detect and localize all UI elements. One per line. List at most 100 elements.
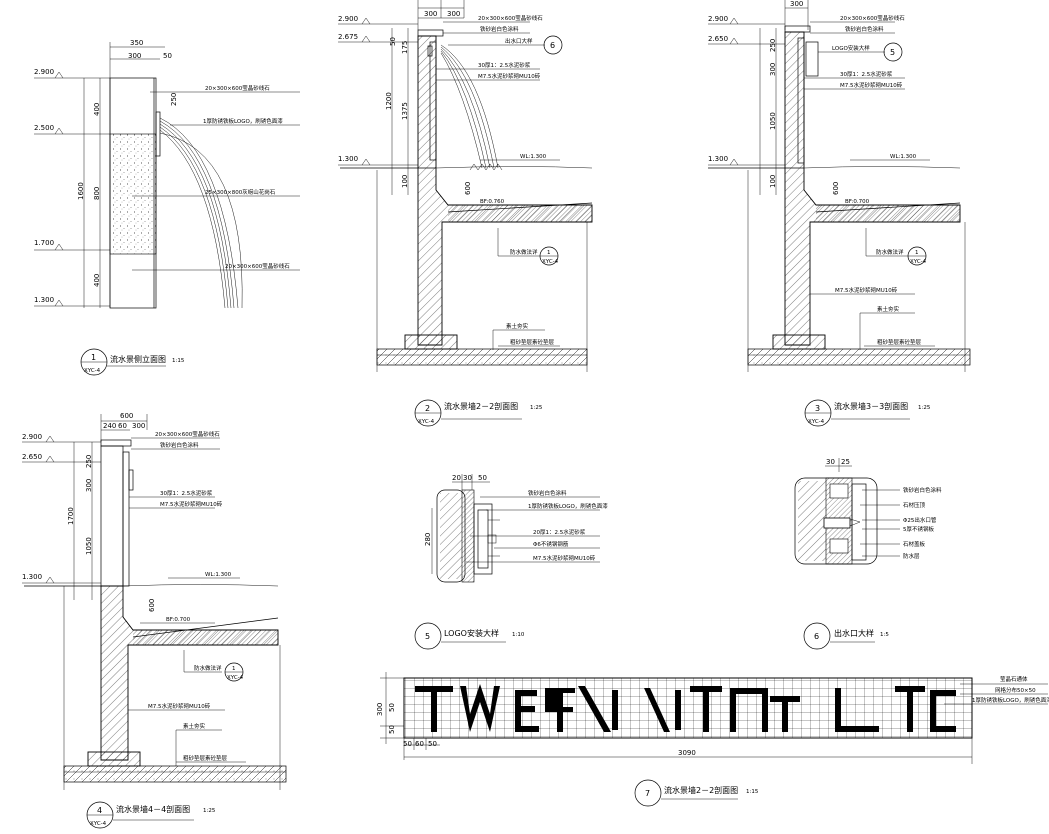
- d4-level-2900: 2.900: [22, 433, 101, 443]
- drawing-4-section-4-4: 600 240 60 300 2.900 2.650 1.300 25: [22, 412, 287, 829]
- drawing-1-side-elevation: 350 300 50 2.900 2.500 1.700 1.300: [34, 39, 300, 376]
- d1-dim-250: 250: [170, 93, 178, 106]
- svg-text:1:25: 1:25: [203, 808, 216, 814]
- d1-dim-400a: 400: [93, 103, 101, 116]
- d7-note-0: 莹晶石通体: [1000, 675, 1028, 683]
- svg-text:LOGO安装大样: LOGO安装大样: [444, 628, 499, 638]
- d2-dim-1375: 1375: [401, 102, 409, 120]
- svg-text:6: 6: [814, 632, 819, 641]
- svg-text:4: 4: [97, 806, 102, 815]
- d6-note-4: 石材盖板: [903, 540, 926, 548]
- d3-dim-1050: 1050: [769, 112, 777, 130]
- d4-note-4: 防水做法详: [194, 664, 222, 672]
- d2-dim-600: 600: [464, 182, 472, 195]
- d2-dim-100: 100: [401, 175, 409, 188]
- d5-dim-20: 20: [452, 474, 461, 482]
- d7-dim-b50b: 50: [428, 740, 437, 748]
- svg-text:流水景侧立面图: 流水景侧立面图: [110, 354, 166, 364]
- svg-text:1.700: 1.700: [34, 239, 54, 247]
- d2-note-6: 素土夯实: [506, 322, 529, 330]
- d7-dim-b50a: 50: [403, 740, 412, 748]
- d5-note-4: M7.5水泥砂浆砌MU10砖: [533, 554, 596, 562]
- d4-note-3: M7.5水泥砂浆砌MU10砖: [160, 500, 223, 508]
- d3-ref-5: 5: [883, 42, 903, 62]
- svg-text:XYC-4: XYC-4: [808, 419, 825, 425]
- d1-dim-1600: 1600: [77, 182, 85, 200]
- svg-text:XYC-4: XYC-4: [90, 821, 107, 827]
- drawing-2-section-2-2: 300 300 2.900 2.675: [338, 0, 593, 427]
- drawing-6-outlet-detail: 30 25 铁砂岩白色涂料 石材压顶 Φ25出水口管 5厚不锈钢板 石材盖板 防…: [794, 458, 942, 650]
- svg-text:1:25: 1:25: [918, 405, 931, 411]
- svg-text:XYC-4: XYC-4: [84, 368, 101, 374]
- d4-dim-60: 60: [118, 422, 127, 430]
- d7-logo-letters: [415, 684, 956, 732]
- d4-note-6: 素土夯实: [183, 722, 206, 730]
- d1-level-1300: 1.300: [34, 296, 110, 307]
- d4-level-1300: 1.300: [22, 573, 101, 584]
- d4-wl: WL:1.300: [205, 572, 232, 578]
- d1-level-2500: 2.500: [34, 124, 110, 135]
- d3-note-0: 20×300×600莹晶砂线石: [840, 14, 905, 22]
- svg-text:1:15: 1:15: [172, 358, 185, 364]
- svg-text:流水景墙3－3剖面图: 流水景墙3－3剖面图: [834, 401, 908, 411]
- d1-dim-300: 300: [128, 52, 141, 60]
- d6-note-5: 防水层: [903, 552, 920, 560]
- d2-wl: WL:1.300: [520, 154, 547, 160]
- d7-note-2: 1厚防锈铁板LOGO，刷锈色面漆: [972, 696, 1049, 704]
- d2-dim-300a: 300: [424, 10, 437, 18]
- svg-text:2.675: 2.675: [338, 33, 358, 41]
- d4-title-block: 4 XYC-4 流水景墙4－4剖面图 1:25: [86, 801, 216, 829]
- d4-dim-240: 240: [103, 422, 116, 430]
- d6-note-0: 铁砂岩白色涂料: [903, 486, 942, 494]
- d4-note-1: 铁砂岩白色涂料: [160, 441, 199, 449]
- svg-text:7: 7: [645, 789, 650, 798]
- d2-level-2900: 2.900: [338, 15, 418, 25]
- drawing-7-front-elevation: 300 50 50 50 60 50 3090 莹晶石通体 网格分布50×50 …: [376, 672, 1049, 807]
- d6-note-3: 5厚不锈钢板: [903, 525, 934, 533]
- d3-ref-1: 1 XYC-4: [907, 246, 927, 266]
- d1-note-0: 20×300×600莹晶砂线石: [205, 84, 270, 92]
- d5-note-1: 1厚防锈铁板LOGO，刷锈色面漆: [528, 502, 608, 510]
- svg-text:1: 1: [91, 353, 96, 362]
- d6-note-1: 石材压顶: [903, 501, 926, 509]
- svg-text:2.500: 2.500: [34, 124, 54, 132]
- d3-note-8: 粗砂垫层素砼垫层: [877, 338, 922, 346]
- d4-note-7: 粗砂垫层素砼垫层: [183, 754, 228, 762]
- svg-text:1.300: 1.300: [22, 573, 42, 581]
- svg-text:1: 1: [547, 250, 551, 256]
- svg-text:XYC-4: XYC-4: [418, 419, 435, 425]
- d2-note-1: 铁砂岩白色涂料: [480, 25, 519, 33]
- d3-dim-250: 250: [769, 39, 777, 52]
- d3-wl: WL:1.300: [890, 154, 917, 160]
- svg-text:2.650: 2.650: [708, 35, 728, 43]
- svg-text:出水口大样: 出水口大样: [834, 628, 874, 638]
- d2-note-5: 防水做法详: [510, 248, 538, 256]
- d3-title-block: 3 XYC-4 流水景墙3－3剖面图 1:25: [804, 399, 931, 427]
- svg-text:2.900: 2.900: [22, 433, 42, 441]
- d4-dim-300: 300: [132, 422, 145, 430]
- d7-dim-50a: 50: [388, 725, 396, 734]
- d1-level-2900: 2.900: [34, 68, 110, 79]
- svg-text:XYC-4: XYC-4: [910, 259, 927, 265]
- d1-dim-50: 50: [163, 52, 172, 60]
- d5-note-3: Φ6不锈钢钢筋: [533, 540, 569, 548]
- d4-dim-300: 300: [85, 479, 93, 492]
- d2-note-2: 出水口大样: [505, 37, 533, 45]
- d3-note-4: M7.5水泥砂浆砌MU10砖: [840, 81, 903, 89]
- svg-text:XYC-4: XYC-4: [542, 259, 559, 265]
- d3-note-1: 铁砂岩白色涂料: [845, 25, 884, 33]
- d7-title-block: 7 流水景墙2－2剖面图 1:15: [634, 779, 759, 807]
- svg-text:XYC-4: XYC-4: [227, 675, 244, 681]
- svg-text:流水景墙4－4剖面图: 流水景墙4－4剖面图: [116, 804, 190, 814]
- d3-note-6: M7.5水泥砂浆砌MU10砖: [835, 286, 898, 294]
- svg-text:5: 5: [425, 632, 430, 641]
- d4-dim-600: 600: [148, 599, 156, 612]
- d3-bf: BF:0.700: [845, 199, 870, 205]
- svg-text:2: 2: [425, 404, 430, 413]
- d4-dim-1050: 1050: [85, 537, 93, 555]
- svg-text:2.900: 2.900: [338, 15, 358, 23]
- d3-level-2900: 2.900: [708, 15, 785, 25]
- svg-text:1:25: 1:25: [530, 405, 543, 411]
- d2-note-4: M7.5水泥砂浆砌MU10砖: [478, 72, 541, 80]
